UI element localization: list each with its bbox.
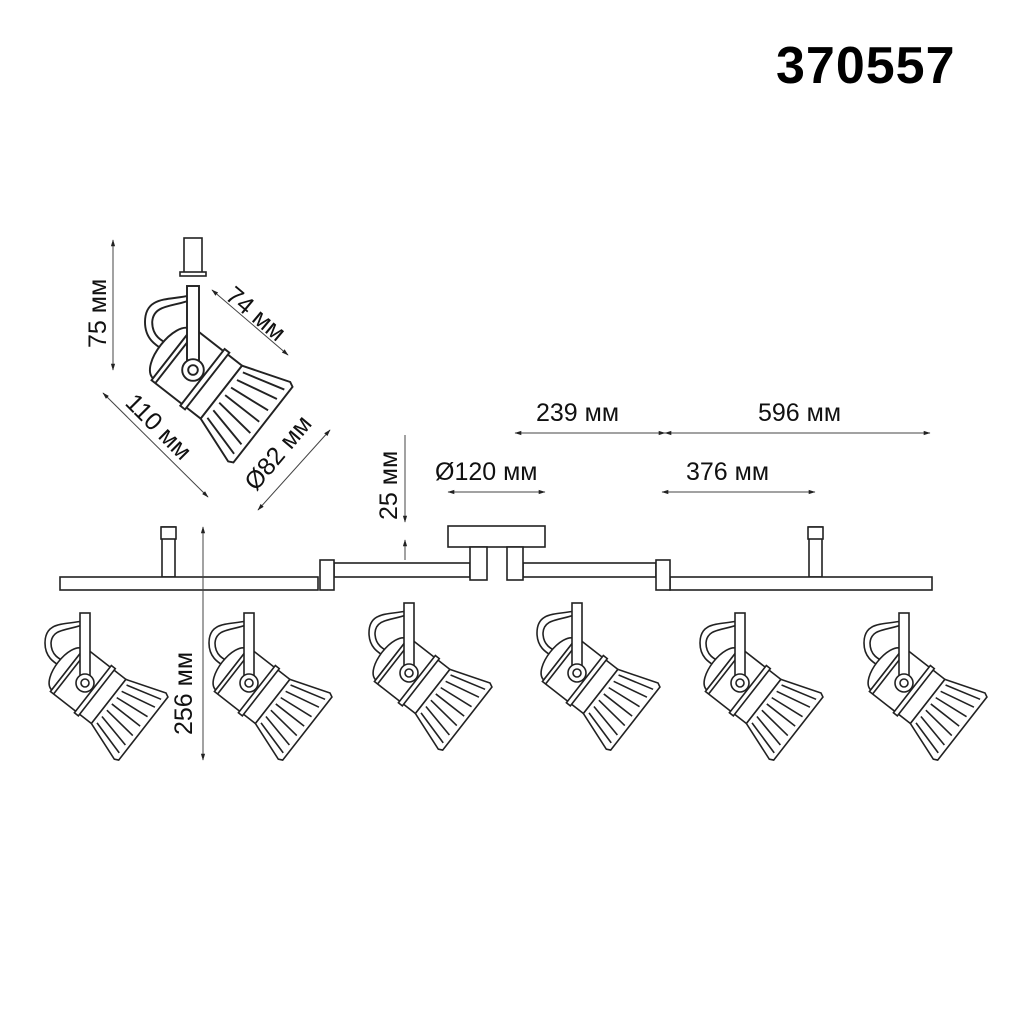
model-number: 370557 — [776, 37, 956, 95]
dim-canopy-offset: 25 мм — [375, 451, 403, 520]
dim-half-span: 239 мм — [536, 399, 619, 427]
spot-detail — [128, 237, 295, 466]
dim-bar-segment: 376 мм — [686, 458, 769, 486]
dim-canopy-diameter: Ø120 мм — [435, 458, 537, 486]
spotlight — [850, 612, 989, 763]
spotlight — [31, 612, 170, 763]
spotlight — [523, 602, 662, 753]
spotlight — [355, 602, 494, 753]
dim-side-bar: 596 мм — [758, 399, 841, 427]
dim-spot-depth: 74 мм — [220, 281, 291, 347]
spotlight — [686, 612, 825, 763]
dim-spot-height: 75 мм — [84, 279, 112, 348]
bar-assembly — [59, 525, 933, 591]
dimension-lines — [102, 239, 931, 761]
dim-total-height: 256 мм — [170, 652, 198, 735]
spotlight — [195, 612, 334, 763]
